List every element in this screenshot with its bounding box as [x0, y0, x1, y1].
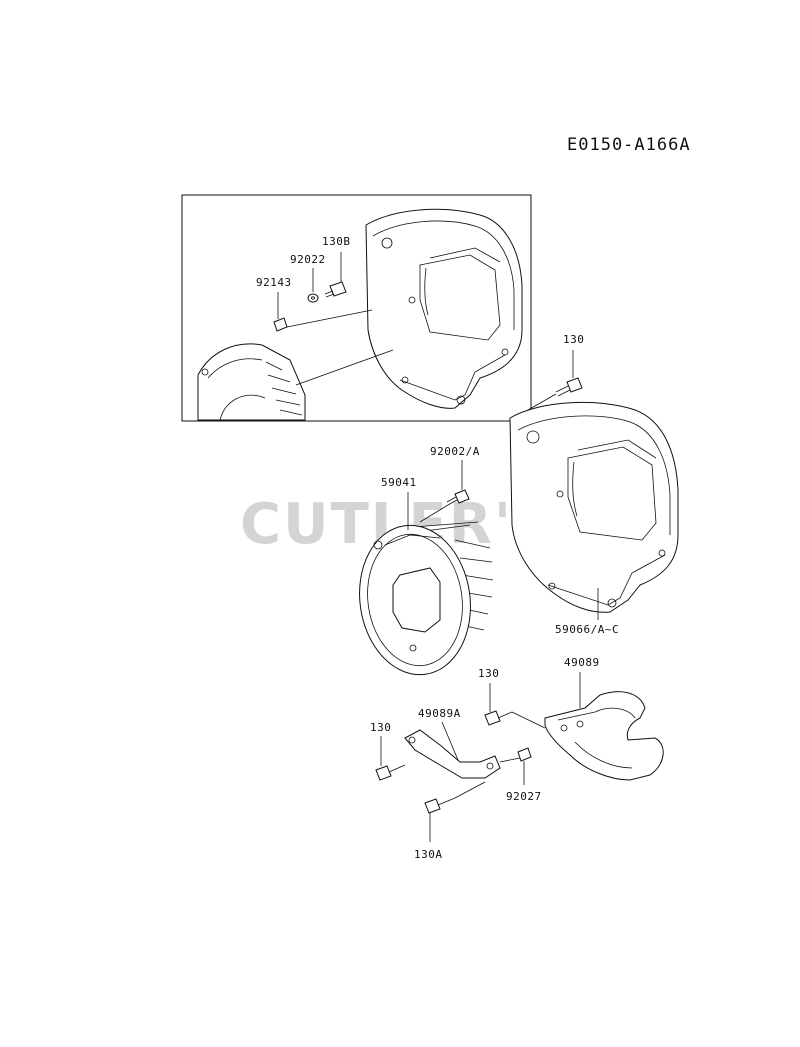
- label-130-top: 130: [563, 333, 584, 346]
- bolt-130A: [424, 781, 486, 842]
- label-92143: 92143: [256, 276, 292, 289]
- label-59041: 59041: [381, 476, 417, 489]
- label-130B: 130B: [322, 235, 351, 248]
- diagram-code: E0150-A166A: [567, 135, 691, 155]
- label-49089: 49089: [564, 656, 600, 669]
- label-49089A: 49089A: [418, 707, 461, 720]
- label-130-mid: 130: [478, 667, 499, 680]
- label-92022: 92022: [290, 253, 326, 266]
- bolt-130-mid: [484, 683, 546, 729]
- inset-nut-92143: [273, 317, 288, 332]
- inset-bolt-130B: [324, 281, 347, 298]
- inset-cooling-fan: [197, 343, 306, 421]
- label-92027: 92027: [506, 790, 542, 803]
- bolt-130-left: [375, 736, 406, 781]
- cooling-fan-59041: [359, 521, 494, 676]
- inset-box: [181, 194, 532, 422]
- label-130-left: 130: [370, 721, 391, 734]
- nut-92027: [517, 747, 532, 785]
- fan-housing-59066: [509, 401, 679, 613]
- label-59066: 59066/A~C: [555, 623, 619, 636]
- bolt-130-top: [527, 350, 583, 411]
- cover-49089: [544, 672, 664, 781]
- bracket-49089A: [404, 721, 521, 779]
- inset-washer-92022: [307, 293, 319, 303]
- label-130A: 130A: [414, 848, 443, 861]
- label-92002A: 92002/A: [430, 445, 480, 458]
- inset-fan-housing: [365, 208, 523, 409]
- bolt-92002A: [419, 460, 470, 523]
